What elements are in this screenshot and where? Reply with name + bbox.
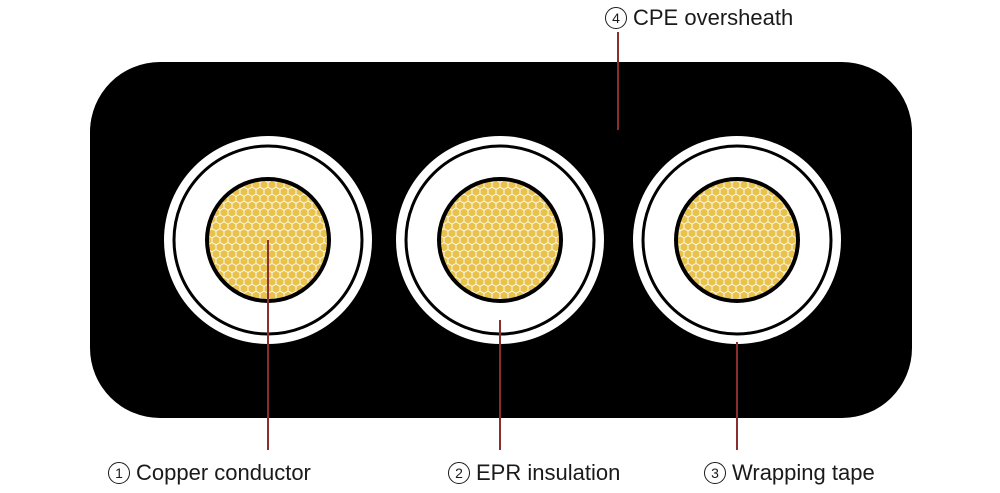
number-badge: 4 [605,7,627,29]
number-badge: 1 [108,462,130,484]
label-text: Copper conductor [136,460,311,485]
label-copper-conductor: 1 Copper conductor [108,460,311,486]
core-2-copper-conductor [441,181,559,299]
label-text: EPR insulation [476,460,621,485]
label-wrapping-tape: 3 Wrapping tape [704,460,875,486]
core-2 [396,136,604,344]
number-badge: 3 [704,462,726,484]
label-text: CPE oversheath [633,5,794,30]
label-epr-insulation: 2 EPR insulation [448,460,620,486]
core-3-copper-conductor [678,181,796,299]
core-3 [633,136,841,344]
label-cpe-oversheath: 4 CPE oversheath [605,5,793,31]
number-badge: 2 [448,462,470,484]
label-text: Wrapping tape [732,460,875,485]
core-3-wrapping-tape [641,144,833,336]
